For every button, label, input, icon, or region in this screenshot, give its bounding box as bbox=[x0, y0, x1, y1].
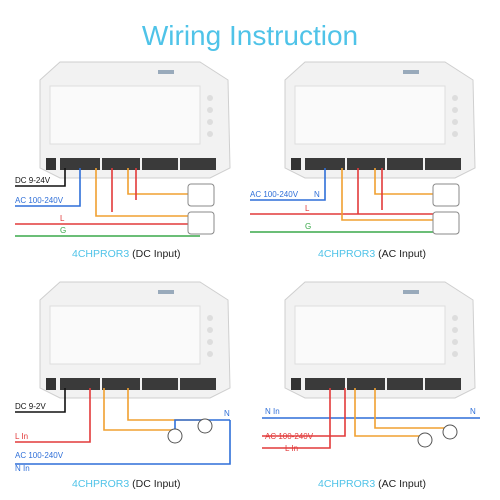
p2-g-label: G bbox=[305, 222, 311, 231]
panel-1-caption: 4CHPROR3 (DC Input) bbox=[72, 248, 181, 260]
panel-2-wires bbox=[250, 168, 445, 233]
panel-4-device bbox=[284, 281, 476, 399]
p2-l-label: L bbox=[305, 204, 310, 213]
panel-4-wires bbox=[262, 388, 480, 449]
panel-3-caption: 4CHPROR3 (DC Input) bbox=[72, 478, 181, 490]
panel-1-wires bbox=[15, 168, 200, 237]
p3-lin-label: L In bbox=[15, 432, 28, 441]
panel-2-device bbox=[284, 61, 476, 179]
p4-ac-label: AC 100-240V bbox=[265, 432, 314, 441]
p3-ac-label: AC 100-240V bbox=[15, 451, 64, 460]
p1-ac-label: AC 100-240V bbox=[15, 196, 64, 205]
p3-dc-label: DC 9-2V bbox=[15, 402, 46, 411]
panel-2-sockets bbox=[432, 183, 460, 235]
panel-3-bulbs bbox=[167, 418, 213, 444]
panel-4-model: 4CHPROR3 bbox=[318, 478, 376, 490]
p4-n-label: N bbox=[470, 407, 476, 416]
panel-2-caption: 4CHPROR3 (AC Input) bbox=[318, 248, 426, 260]
panel-4-caption: 4CHPROR3 (AC Input) bbox=[318, 478, 426, 490]
panel-3-device bbox=[39, 281, 231, 399]
panel-4-mode: (AC Input) bbox=[378, 478, 426, 490]
panel-1-device bbox=[39, 61, 231, 179]
panel-1-mode: (DC Input) bbox=[132, 248, 181, 260]
panel-1-sockets bbox=[187, 183, 215, 235]
panel-2-mode: (AC Input) bbox=[378, 248, 426, 260]
page-title: Wiring Instruction bbox=[141, 20, 359, 51]
panel-3-mode: (DC Input) bbox=[132, 478, 181, 490]
p2-ac-label: AC 100-240V bbox=[250, 190, 299, 199]
p1-dc-label: DC 9-24V bbox=[15, 176, 51, 185]
p4-nin-label: N In bbox=[265, 407, 280, 416]
panel-1-model: 4CHPROR3 bbox=[72, 248, 130, 260]
p4-lin-label: L In bbox=[285, 444, 298, 453]
panel-4-bulbs bbox=[417, 424, 458, 448]
p3-nin-label: N In bbox=[15, 464, 30, 473]
p1-l-label: L bbox=[60, 214, 65, 223]
panel-3-model: 4CHPROR3 bbox=[72, 478, 130, 490]
p1-g-label: G bbox=[60, 226, 66, 235]
panel-3-wires bbox=[15, 388, 231, 465]
p3-n-label: N bbox=[224, 409, 230, 418]
panel-2-model: 4CHPROR3 bbox=[318, 248, 376, 260]
p2-n-label: N bbox=[314, 190, 320, 199]
